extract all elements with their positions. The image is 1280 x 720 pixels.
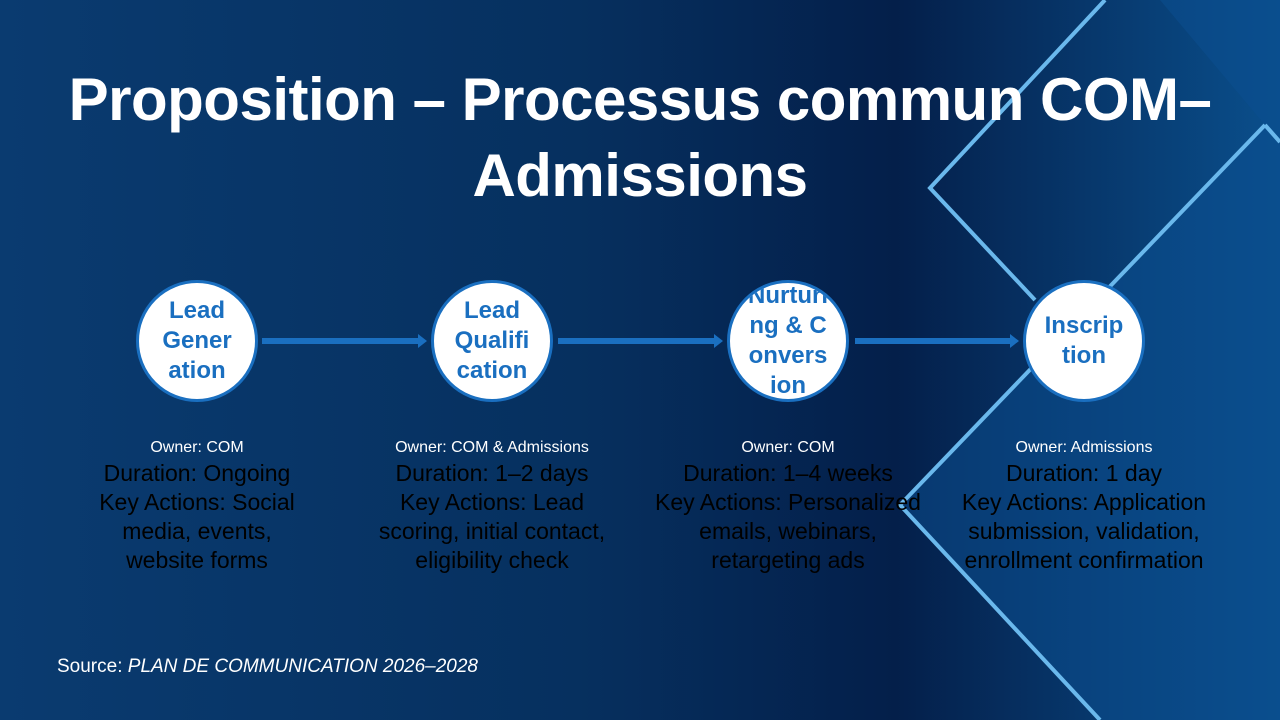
step-circle-lead-generation: Lead Generation — [136, 280, 258, 402]
step-circle-inscription: Inscription — [1023, 280, 1145, 402]
step-label: Inscription — [1044, 312, 1124, 369]
step-duration: Duration: 1–2 days — [395, 460, 589, 486]
step-actions: Key Actions: Lead scoring, initial conta… — [378, 489, 606, 573]
step-duration: Duration: 1 day — [1006, 460, 1162, 486]
step-owner: Owner: Admissions — [1015, 439, 1153, 456]
step-actions: Key Actions: Personalized emails, webina… — [655, 489, 921, 573]
flow-arrows — [262, 334, 1019, 348]
step-label: Lead Generation — [162, 297, 232, 384]
source-prefix: Source: — [57, 656, 128, 677]
step-duration: Duration: Ongoing — [103, 460, 291, 486]
step-owner: Owner: COM — [741, 439, 835, 456]
source-note: Source: PLAN DE COMMUNICATION 2026–2028 — [57, 656, 478, 678]
step-actions: Key Actions: Social media, events, websi… — [99, 489, 295, 573]
step-circle-nurturing: Nurturing & Conversion — [727, 280, 849, 402]
step-info: Owner: COM Duration: Ongoing Key Actions… — [62, 437, 332, 575]
step-actions: Key Actions: Application submission, val… — [961, 489, 1207, 573]
step-circle-lead-qualification: Lead Qualification — [431, 280, 553, 402]
step-info: Owner: Admissions Duration: 1 day Key Ac… — [949, 437, 1219, 575]
step-label: Lead Qualification — [454, 297, 530, 384]
slide-title: Proposition – Processus commun COM– Admi… — [68, 66, 1212, 209]
step-label: Nurturing & Conversion — [748, 282, 828, 399]
source-title: PLAN DE COMMUNICATION 2026–2028 — [127, 656, 478, 677]
step-info: Owner: COM Duration: 1–4 weeks Key Actio… — [653, 437, 923, 575]
step-info: Owner: COM & Admissions Duration: 1–2 da… — [357, 437, 627, 575]
step-owner: Owner: COM — [150, 439, 244, 456]
step-owner: Owner: COM & Admissions — [395, 439, 589, 456]
step-duration: Duration: 1–4 weeks — [683, 460, 893, 486]
